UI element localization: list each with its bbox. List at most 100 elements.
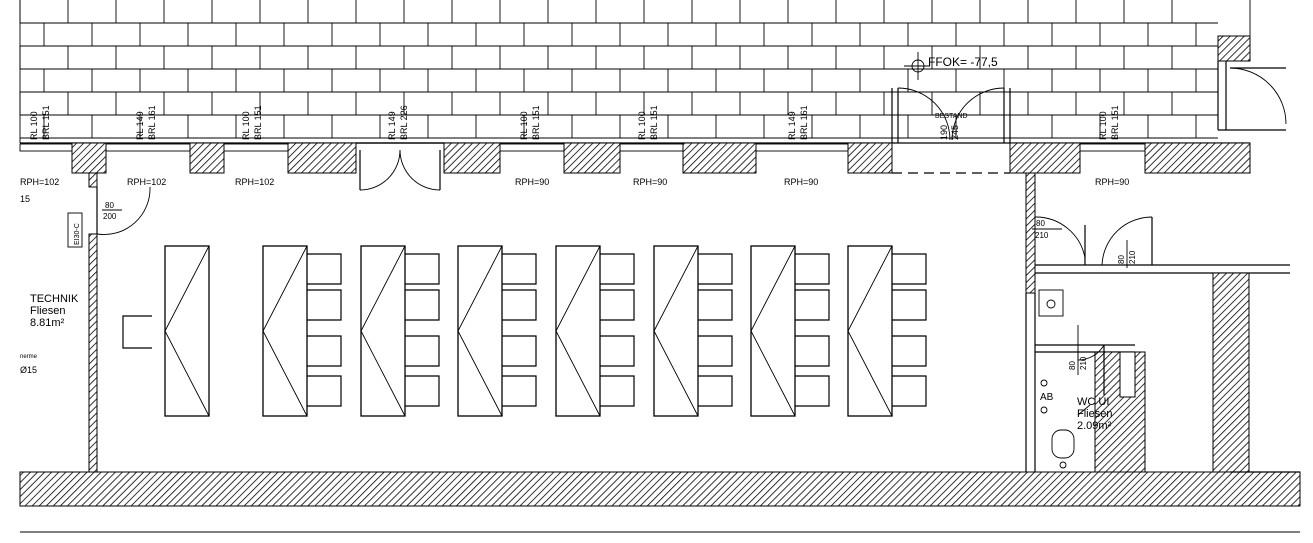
technik-name: TECHNIK xyxy=(30,293,79,305)
window-brl-label: BRL 161 xyxy=(799,105,809,140)
chair xyxy=(600,253,635,285)
chair xyxy=(502,375,537,407)
technik-floor: Fliesen xyxy=(30,305,65,317)
rph-label: RPH=102 xyxy=(127,177,166,187)
window-rl-label: RL 149 xyxy=(135,111,145,140)
wc-floor: Fliesen xyxy=(1077,408,1112,420)
chair xyxy=(307,253,342,285)
shelf-diagonal xyxy=(457,245,503,417)
shelf-unit xyxy=(847,245,893,417)
chair xyxy=(307,375,342,407)
door-r2-w: 80 xyxy=(1117,255,1126,264)
technik-area: 8.81m² xyxy=(30,317,65,329)
window-brl-label: BRL 151 xyxy=(531,105,541,140)
window-brl-label: BRL 161 xyxy=(147,105,157,140)
shelf-unit xyxy=(164,245,210,417)
window-rl-label: RL 100 xyxy=(1098,111,1108,140)
door-left-h: 200 xyxy=(103,212,117,221)
chair xyxy=(307,335,342,367)
chair xyxy=(600,335,635,367)
pier xyxy=(563,142,621,174)
wall-end xyxy=(1217,35,1251,62)
chair xyxy=(698,289,733,321)
window-brl-label: BRL 151 xyxy=(649,105,659,140)
rph-label: RPH=102 xyxy=(235,177,274,187)
pier xyxy=(682,142,757,174)
sanitary-block xyxy=(1025,172,1290,473)
window-brl-label: BRL 151 xyxy=(253,105,263,140)
foundation xyxy=(19,471,1301,507)
left-dia: Ø15 xyxy=(20,365,37,375)
shelf-unit xyxy=(653,245,699,417)
shelf-diagonal xyxy=(262,245,308,417)
rph-label: RPH=102 xyxy=(20,177,59,187)
chair xyxy=(892,253,927,285)
door-r2-h: 210 xyxy=(1128,250,1137,264)
window-brl-label: BRL 151 xyxy=(41,105,51,140)
chair xyxy=(307,289,342,321)
door-tag: EI30-C xyxy=(74,223,81,245)
shelf-unit xyxy=(360,245,406,417)
chair xyxy=(502,253,537,285)
shelving-units xyxy=(164,245,927,417)
wc-name: WC UI xyxy=(1077,396,1109,408)
chair xyxy=(600,289,635,321)
shelf-diagonal xyxy=(750,245,796,417)
left-code: 15 xyxy=(20,194,30,204)
bestand-label: BESTAND xyxy=(935,113,968,120)
window-rl-label: RL 100 xyxy=(637,111,647,140)
chair xyxy=(892,335,927,367)
door-left-w: 80 xyxy=(105,201,114,210)
window-rl-label: RL 149 xyxy=(387,111,397,140)
pier xyxy=(1144,142,1251,174)
chair xyxy=(502,289,537,321)
chair xyxy=(795,289,830,321)
pier xyxy=(443,142,501,174)
door-r1-h: 210 xyxy=(1035,231,1049,240)
window-brl-label: BRL 151 xyxy=(1110,105,1120,140)
left-note: nerme xyxy=(20,354,38,360)
window-brl-label: BRL 226 xyxy=(399,105,409,140)
ab-label: AB xyxy=(1040,392,1054,403)
shelf-unit xyxy=(750,245,796,417)
door-r1-w: 80 xyxy=(1036,219,1045,228)
pier xyxy=(287,142,357,174)
exterior-wall xyxy=(20,35,1286,174)
chair xyxy=(405,375,440,407)
chair xyxy=(795,335,830,367)
chair xyxy=(698,335,733,367)
pier xyxy=(847,142,893,174)
chair xyxy=(405,253,440,285)
door-opening-a: 190 xyxy=(939,125,949,140)
rph-label: RPH=90 xyxy=(1095,177,1129,187)
wc-area: 2.09m² xyxy=(1077,420,1112,432)
shelf-diagonal xyxy=(847,245,893,417)
brick-facade xyxy=(19,0,1251,143)
chair xyxy=(405,335,440,367)
window-rl-label: RL 100 xyxy=(29,111,39,140)
ffok-label: FFOK= -77,5 xyxy=(928,55,998,69)
window-rl-label: RL 100 xyxy=(519,111,529,140)
shelf-diagonal xyxy=(555,245,601,417)
chair xyxy=(795,253,830,285)
door-wc-h: 210 xyxy=(1079,356,1088,370)
pier xyxy=(71,142,107,174)
window-rl-label: RL 149 xyxy=(787,111,797,140)
chair xyxy=(600,375,635,407)
cabinet xyxy=(122,315,152,349)
chair xyxy=(698,253,733,285)
rph-label: RPH=90 xyxy=(784,177,818,187)
shelf-diagonal xyxy=(164,245,210,417)
chair xyxy=(405,289,440,321)
shelf-unit xyxy=(555,245,601,417)
chair xyxy=(892,289,927,321)
entrance-door xyxy=(356,142,444,191)
rph-label: RPH=90 xyxy=(633,177,667,187)
pier xyxy=(1009,142,1081,174)
shelf-diagonal xyxy=(653,245,699,417)
window-rl-label: RL 100 xyxy=(241,111,251,140)
door-wc-w: 80 xyxy=(1068,361,1077,370)
